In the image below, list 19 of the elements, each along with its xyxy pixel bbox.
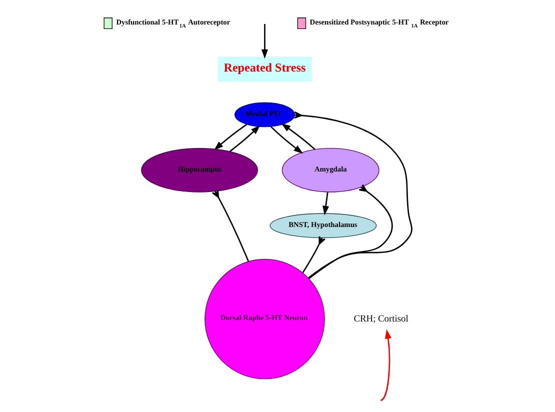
legend-label: Desensitized Postsynaptic 5-HT$_{1A}$ Receptor: [310, 17, 449, 30]
connector: [302, 236, 326, 273]
connector: [294, 111, 412, 278]
node-ellipse: BNST, Hypothalamus: [270, 213, 377, 238]
arrow: [322, 192, 330, 216]
legend-label: Dysfunctional 5-HT$_{1A}$ Autoreceptor: [116, 17, 230, 30]
arrow: [281, 123, 316, 150]
node-ellipse: Hippocampus: [141, 148, 258, 192]
arrow: [261, 24, 268, 59]
connector: [212, 189, 250, 262]
arrow: [270, 126, 304, 154]
arrow: [214, 124, 248, 150]
arrow: [380, 329, 392, 401]
node-text: CRH; Cortisol: [354, 314, 408, 324]
connector: [308, 184, 393, 280]
node-ellipse: Medial PFC: [234, 102, 295, 128]
node-box: Repeated Stress: [218, 56, 312, 82]
node-circle: Dorsal Raphe 5-HT Neuron: [204, 258, 325, 380]
arrow: [229, 125, 260, 152]
